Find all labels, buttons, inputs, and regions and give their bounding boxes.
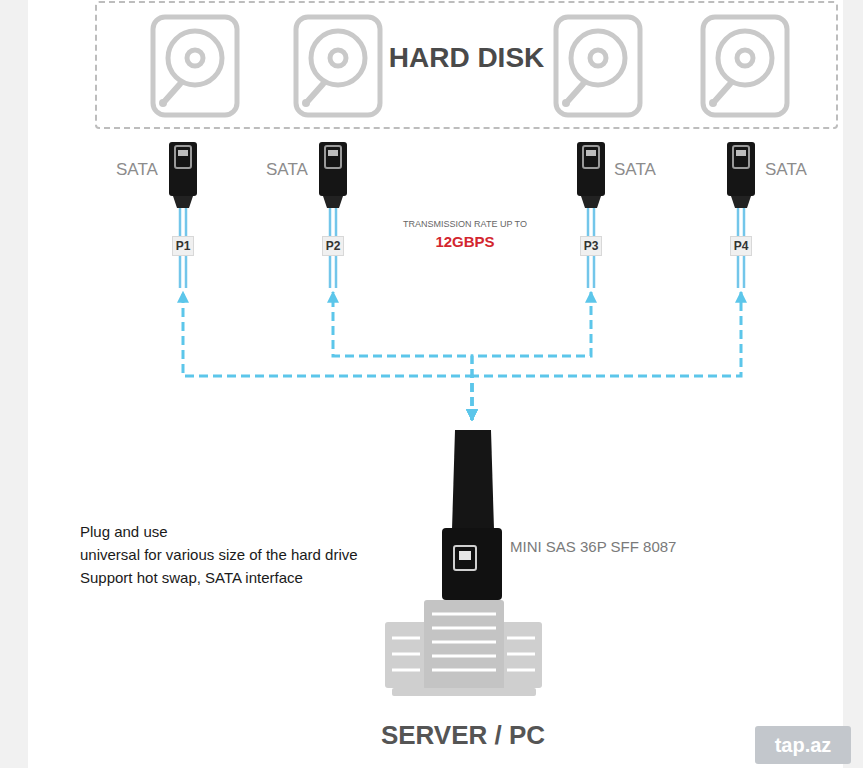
sata-connector: [727, 142, 755, 208]
sata-connector: [577, 142, 605, 208]
port-tag-box: P3: [580, 236, 603, 256]
feature-note: Support hot swap, SATA interface: [80, 569, 303, 586]
connector-label: SATA: [765, 160, 807, 180]
rate-value: 12GBPS: [435, 233, 494, 250]
port-tag: P4: [728, 236, 755, 292]
side-strip: [843, 0, 863, 768]
port-label: P4: [728, 236, 755, 256]
sata-connectors: [169, 142, 755, 208]
hard-disk-group: HARD DISK: [95, 1, 838, 129]
port-tag: P1: [170, 236, 197, 292]
node-label: HARD DISK: [389, 42, 545, 74]
connector-label: SATA: [266, 160, 308, 180]
port-tag: P2: [320, 236, 347, 292]
hard-disk-icon: [703, 17, 787, 115]
server-icon: [385, 600, 542, 696]
server-label: SERVER / PC: [381, 720, 545, 751]
signal-connector: [472, 292, 741, 420]
sata-cables: [180, 207, 744, 288]
port-tag: P3: [578, 236, 605, 292]
port-tag-box: P1: [172, 236, 195, 256]
hard-disk-icon: [296, 17, 380, 115]
side-strip: [0, 0, 28, 768]
mini-sas-connector: [442, 430, 502, 600]
feature-note: Plug and use: [80, 523, 168, 540]
signal-connector: [183, 292, 472, 420]
feature-note: universal for various size of the hard d…: [80, 546, 358, 563]
connector-label: SATA: [614, 160, 656, 180]
hard-disk-icon: [556, 17, 640, 115]
signal-connector: [333, 292, 472, 420]
hard-disk-icon: [153, 17, 237, 115]
hard-disk-icons: [153, 17, 787, 115]
port-tag-box: P2: [322, 236, 345, 256]
mini-sas-connector: MINI SAS 36P SFF 8087: [440, 420, 504, 602]
port-tag-box: P4: [730, 236, 753, 256]
port-label: P1: [170, 236, 197, 256]
node-label: MINI SAS 36P SFF 8087: [510, 538, 676, 555]
rate-caption: TRANSMISSION RATE UP TO: [403, 219, 527, 229]
sata-connector: [169, 142, 197, 208]
connector-label: SATA: [116, 160, 158, 180]
watermark: tap.az: [755, 726, 851, 764]
sata-connector: [319, 142, 347, 208]
port-label: P2: [320, 236, 347, 256]
signal-connector: [472, 292, 591, 420]
port-label: P3: [578, 236, 605, 256]
